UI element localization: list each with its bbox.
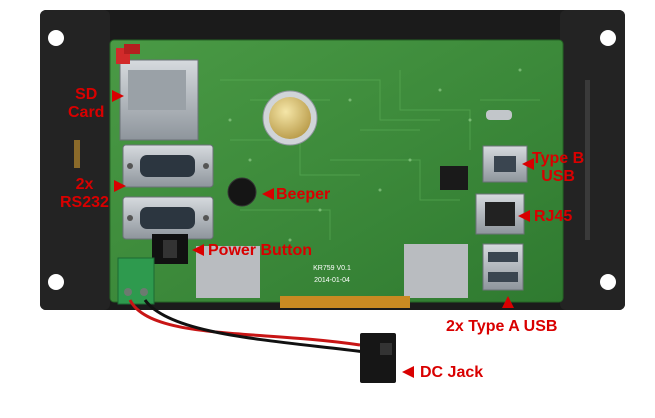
coin-battery [262,90,318,146]
label-rs232: 2x RS232 [60,176,109,211]
power-switch [152,234,188,264]
arrow-beeper [262,188,274,200]
arrow-sd-card [112,90,124,102]
label-dc-jack: DC Jack [420,364,484,381]
dc-cable [128,299,366,354]
usb-type-a-ports [482,243,524,291]
rs232-connectors [122,144,214,240]
label-type-b-usb: Type B USB [532,150,585,185]
usb-type-b-port [482,145,528,183]
annotation-arrows [112,90,534,378]
shield-panel-right [404,244,468,298]
arrow-dc-jack [402,366,414,378]
pcb-board [109,39,564,303]
arrow-type-a-usb [502,296,514,308]
ribbon-cable [280,296,410,308]
arrow-rs232 [114,180,126,192]
silkscreen-model: KR759 V0.1 [313,265,351,272]
crystal [486,110,512,120]
silkscreen-date: 2014-01-04 [314,277,350,284]
ic-chip [440,166,468,190]
label-power-button: Power Button [208,242,312,259]
label-sd-card: SD Card [68,86,105,121]
arrow-power-button [192,244,204,256]
dc-jack [360,333,396,383]
shield-panel-left [196,246,260,298]
arrow-rj45 [518,210,530,222]
mount-hole-tl [48,30,64,46]
rj45-port [475,193,525,235]
sd-card-slot [116,44,199,141]
label-type-a-usb: 2x Type A USB [446,318,558,335]
beeper [227,177,257,207]
mount-hole-tr [600,30,616,46]
mount-hole-bl [48,274,64,290]
mount-hole-br [600,274,616,290]
label-rj45: RJ45 [534,208,573,225]
label-beeper: Beeper [276,186,331,203]
power-terminal-block [117,257,155,305]
arrow-type-b-usb [522,158,534,170]
